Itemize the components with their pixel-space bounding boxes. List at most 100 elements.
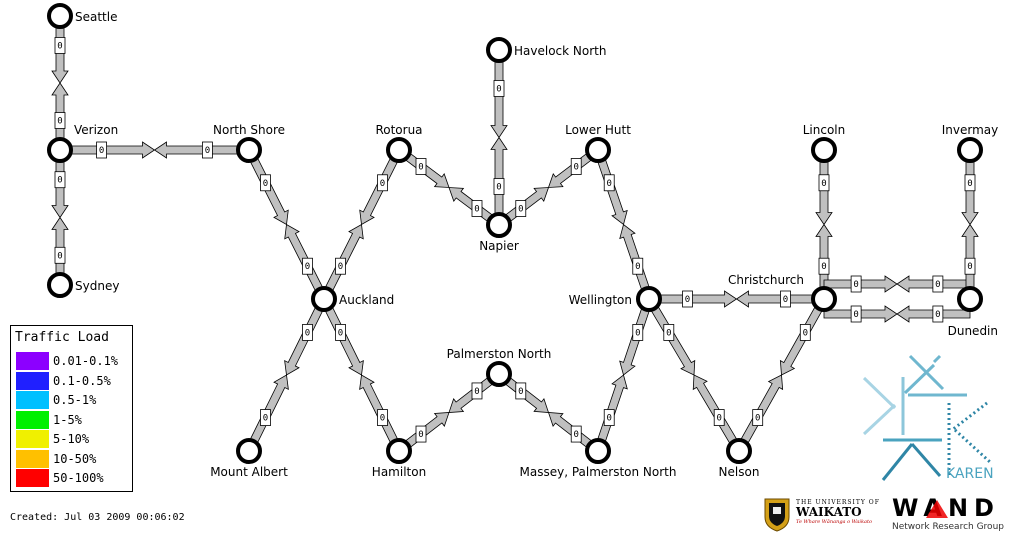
link-value: 0 — [574, 430, 579, 440]
link-value-box: 0 — [377, 409, 388, 426]
node-seattle[interactable]: Seattle — [47, 3, 117, 29]
legend-item: 0.01-0.1% — [16, 352, 118, 370]
node-label: North Shore — [213, 123, 285, 137]
link-value: 0 — [380, 414, 385, 424]
link-value: 0 — [474, 205, 479, 215]
node-hamilton[interactable]: Hamilton — [372, 438, 426, 479]
waikato-logo: THE UNIVERSITY OF WAIKATO Te Whare Wānan… — [762, 497, 882, 533]
link-value: 0 — [57, 251, 62, 261]
node-wellington[interactable]: Wellington — [569, 286, 662, 312]
link-value: 0 — [305, 262, 310, 272]
node-dunedin[interactable]: Dunedin — [948, 286, 998, 338]
waikato-crest-icon — [764, 498, 790, 532]
link-value: 0 — [518, 205, 523, 215]
link-value-box: 0 — [335, 324, 346, 341]
link-value: 0 — [967, 179, 972, 189]
link-value-box: 0 — [54, 37, 66, 54]
legend-swatch — [16, 449, 49, 468]
link-value: 0 — [338, 262, 343, 272]
node-label: Dunedin — [948, 324, 998, 338]
node-label: Wellington — [569, 293, 632, 307]
link-value: 0 — [821, 179, 826, 189]
link-value-box: 0 — [471, 200, 483, 217]
legend-title: Traffic Load — [15, 330, 109, 345]
link-value: 0 — [935, 280, 940, 290]
link-value-box: 0 — [202, 141, 213, 159]
link-value: 0 — [57, 117, 62, 127]
link-value: 0 — [853, 310, 858, 320]
link-value-box: 0 — [377, 174, 388, 192]
link-value: 0 — [666, 328, 671, 338]
link-value: 0 — [305, 328, 310, 338]
link-value: 0 — [803, 328, 808, 338]
node-invermay[interactable]: Invermay — [942, 123, 999, 163]
node-rotorua[interactable]: Rotorua — [375, 123, 423, 163]
link-value-box: 0 — [260, 174, 271, 192]
node-label: Invermay — [942, 123, 999, 137]
link-value-box: 0 — [632, 324, 644, 341]
link-value: 0 — [263, 414, 268, 424]
node-label: Auckland — [339, 293, 394, 307]
link-value-box: 0 — [850, 305, 862, 323]
node-napier[interactable]: Napier — [479, 212, 519, 253]
node-mountalbert[interactable]: Mount Albert — [210, 438, 288, 479]
link-value-box: 0 — [818, 257, 830, 275]
node-label: Lincoln — [803, 123, 846, 137]
link-value-box: 0 — [54, 246, 66, 264]
legend-item: 10-50% — [16, 449, 96, 468]
node-label: Napier — [479, 239, 519, 253]
node-label: Seattle — [75, 10, 117, 24]
link-value: 0 — [496, 183, 501, 193]
node-lowerhutt[interactable]: Lower Hutt — [565, 123, 631, 163]
node-label: Mount Albert — [210, 465, 288, 479]
link-value-box: 0 — [54, 112, 66, 129]
legend-swatch — [16, 352, 49, 370]
link-value: 0 — [935, 310, 940, 320]
link-value-box: 0 — [964, 174, 976, 192]
node-northshore[interactable]: North Shore — [213, 123, 285, 163]
node-auckland[interactable]: Auckland — [311, 286, 394, 312]
link-value: 0 — [755, 414, 760, 424]
legend-swatch — [16, 391, 49, 409]
link-value: 0 — [474, 387, 479, 397]
link-value: 0 — [607, 179, 612, 189]
legend-swatch — [16, 469, 49, 487]
node-christchurch[interactable]: Christchurch — [728, 273, 837, 312]
link-value-box: 0 — [818, 174, 830, 192]
link-value-box: 0 — [302, 257, 313, 275]
legend-swatch — [16, 430, 49, 448]
node-sydney[interactable]: Sydney — [47, 272, 119, 298]
legend-label: 0.1-0.5% — [53, 373, 111, 388]
node-lincoln[interactable]: Lincoln — [803, 123, 846, 163]
link-value: 0 — [418, 163, 423, 173]
link-value-box: 0 — [335, 257, 346, 275]
link-value: 0 — [685, 295, 690, 305]
link-value-box: 0 — [415, 158, 427, 175]
waikato-line2: WAIKATO — [796, 505, 862, 519]
link-value-box: 0 — [799, 324, 811, 341]
traffic-load-legend: Traffic Load 0.01-0.1%0.1-0.5%0.5-1%1-5%… — [10, 325, 133, 492]
link-value-box: 0 — [302, 324, 313, 341]
node-label: Christchurch — [728, 273, 804, 287]
link-value: 0 — [635, 262, 640, 272]
node-havelock[interactable]: Havelock North — [486, 37, 606, 63]
legend-item: 5-10% — [16, 430, 89, 448]
waikato-line1: THE UNIVERSITY OF — [796, 499, 880, 506]
node-nelson[interactable]: Nelson — [719, 438, 760, 479]
link-value: 0 — [716, 414, 721, 424]
node-verizon[interactable]: Verizon — [47, 123, 118, 163]
link-arrow-verizon-northshore[interactable] — [59, 141, 156, 159]
link-value: 0 — [57, 176, 62, 186]
link-value-box: 0 — [260, 409, 271, 426]
node-massey[interactable]: Massey, Palmerston North — [520, 438, 677, 479]
node-palmerston[interactable]: Palmerston North — [447, 347, 552, 387]
link-arrow-northshore-verizon[interactable] — [153, 141, 250, 159]
link-value-box: 0 — [850, 275, 862, 293]
node-label: Nelson — [719, 465, 760, 479]
node-label: Lower Hutt — [565, 123, 631, 137]
link-value-box: 0 — [570, 158, 582, 175]
link-value-box: 0 — [964, 257, 976, 275]
link-value-box: 0 — [780, 290, 791, 308]
link-value-box: 0 — [471, 382, 483, 400]
